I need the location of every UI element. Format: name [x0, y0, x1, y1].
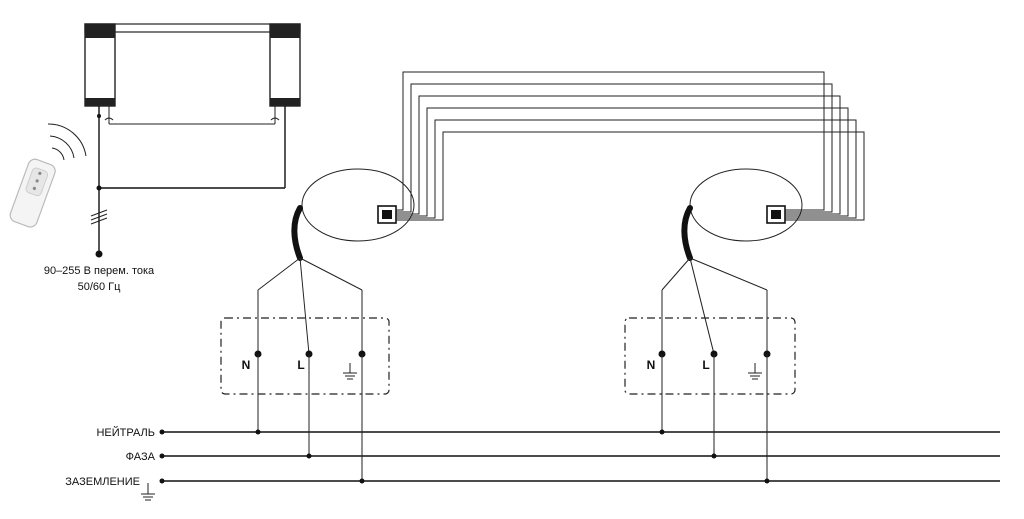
terminal-phase-left: L — [297, 358, 304, 372]
supply-frequency-label: 50/60 Гц — [78, 281, 122, 293]
terminal-neutral-left: N — [242, 358, 251, 372]
ground-symbol-icon — [748, 363, 762, 380]
control-cable-bundle — [396, 71, 865, 221]
rj-connector-icon — [377, 205, 397, 224]
terminal-neutral-right: N — [647, 358, 656, 372]
motor-unit — [84, 23, 301, 258]
bus-label-phase: ФАЗА — [126, 451, 156, 463]
rj-connector-icon — [766, 205, 786, 224]
wireless-signal-icon — [47, 123, 87, 161]
bus-lines — [159, 429, 1000, 484]
terminal-phase-right: L — [702, 358, 709, 372]
bus-label-neutral: НЕЙТРАЛЬ — [96, 426, 155, 439]
bus-label-ground: ЗАЗЕМЛЕНИЕ — [65, 476, 140, 488]
ground-symbol-icon — [141, 483, 155, 501]
supply-voltage-label: 90–255 В перем. тока — [44, 265, 155, 277]
module-right — [624, 168, 803, 484]
module-left — [220, 168, 415, 484]
remote-control-icon — [9, 158, 56, 228]
ground-symbol-icon — [343, 363, 357, 380]
